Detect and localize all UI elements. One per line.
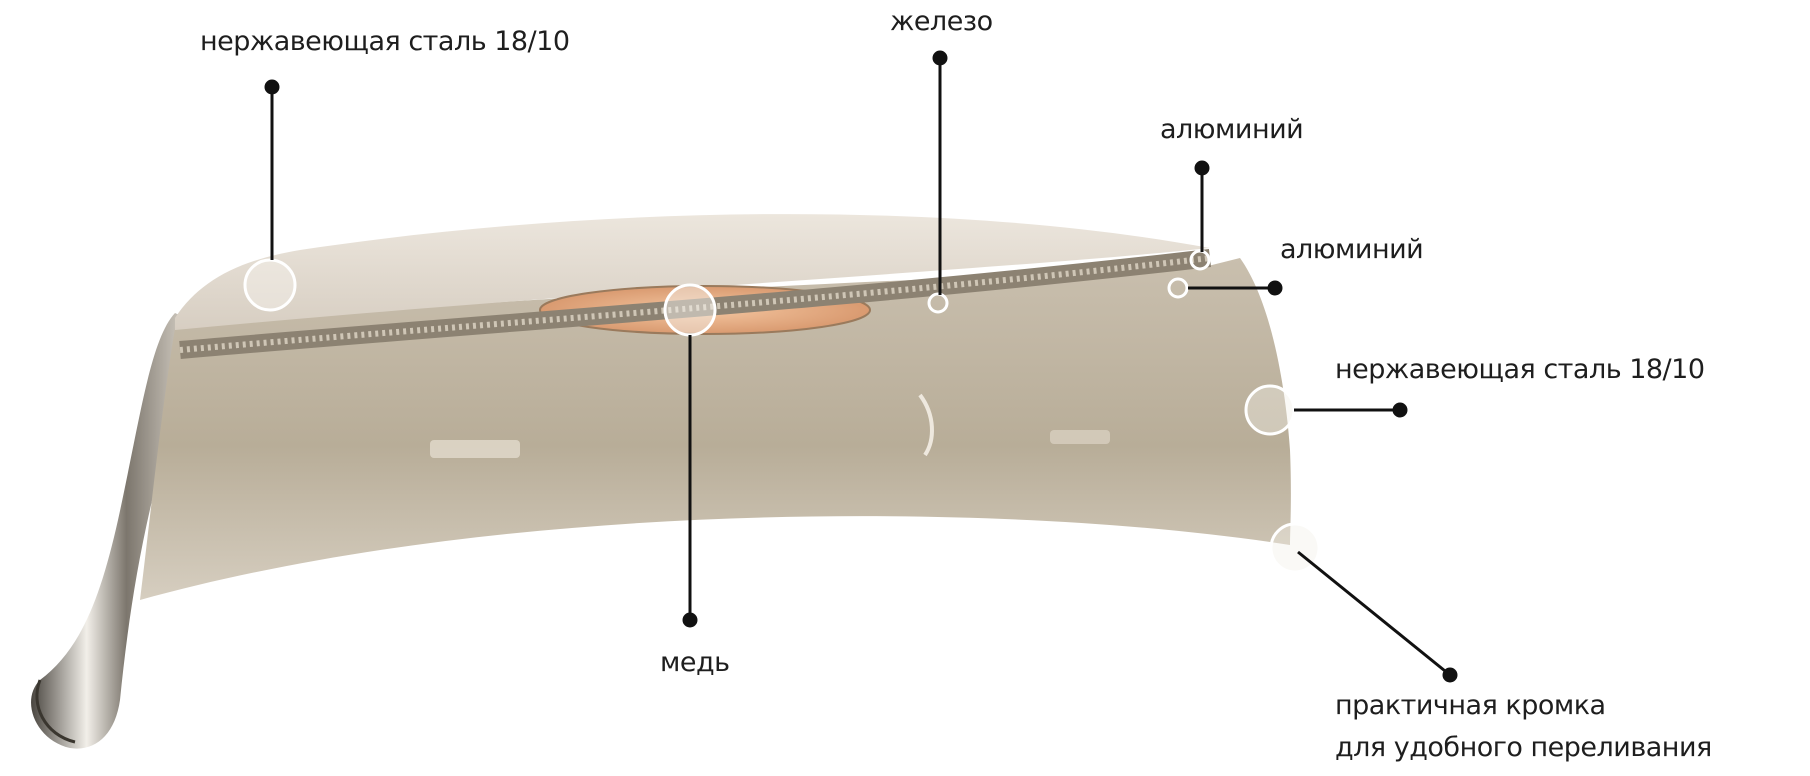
label-rim-line1: практичная кромка [1335,688,1606,724]
dot-stainless-side [1394,404,1406,416]
label-stainless-steel-side: нержавеющая сталь 18/10 [1335,352,1705,388]
callout-circle-stainless-top [245,260,295,310]
callout-circle-copper [665,285,715,335]
dot-aluminium-1 [1196,162,1208,174]
dot-rim [1444,669,1456,681]
label-rim-line2: для удобного переливания [1335,730,1712,766]
dot-copper [684,614,696,626]
dot-stainless-top [266,81,278,93]
dot-aluminium-2 [1269,282,1281,294]
label-iron: железо [890,4,993,40]
label-copper: медь [660,645,730,681]
label-aluminium-1: алюминий [1160,112,1303,148]
dot-iron [934,52,946,64]
label-aluminium-2: алюминий [1280,232,1423,268]
label-stainless-steel-top: нержавеющая сталь 18/10 [200,24,570,60]
callout-circle-stainless-side [1246,386,1294,434]
